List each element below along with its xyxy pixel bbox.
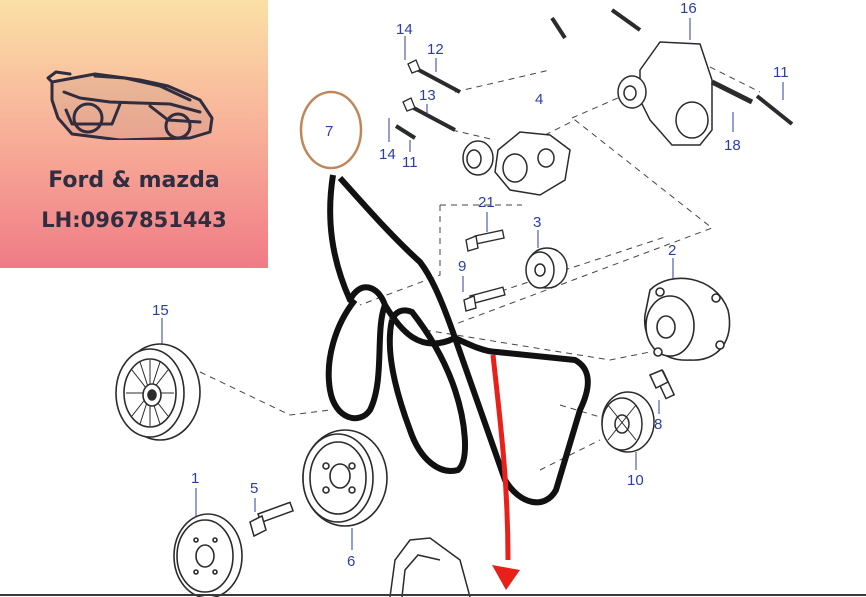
callout-5: 5	[250, 480, 259, 497]
callout-21: 21	[478, 194, 495, 211]
water-pump-2	[643, 277, 731, 361]
dashed-leader-lines	[199, 61, 761, 471]
belt-loop-left	[325, 298, 388, 422]
bottom-rule	[0, 594, 866, 596]
red-arrowhead	[492, 565, 520, 590]
callout-leaders	[161, 18, 784, 550]
callout-6: 6	[347, 553, 356, 570]
idler-pulley-3	[525, 247, 568, 289]
callout-4: 4	[535, 91, 544, 108]
crankshaft-pulley-6	[302, 429, 388, 527]
callout-9: 9	[458, 258, 467, 275]
idler-pulley-15	[115, 343, 201, 441]
crank-bolt-5	[249, 501, 294, 538]
bracket-16	[617, 41, 713, 146]
long-bolts	[394, 8, 794, 140]
callout-8: 8	[654, 416, 663, 433]
tensioner-assembly-4	[462, 131, 571, 196]
brand-name: Ford & mazda	[48, 168, 220, 193]
callout-14-upper: 14	[396, 21, 413, 38]
callout-10: 10	[627, 472, 644, 489]
flexplate-1	[173, 513, 243, 597]
callout-3: 3	[533, 214, 542, 231]
bolt-8	[648, 369, 676, 400]
brand-phone: LH:0967851443	[41, 208, 227, 232]
callout-14-lower: 14	[379, 146, 396, 163]
brand-overlay: Ford & mazda LH:0967851443	[0, 0, 268, 268]
callout-18: 18	[724, 137, 741, 154]
stud-21	[465, 229, 505, 252]
serpentine-belt	[327, 174, 591, 506]
callout-15: 15	[152, 302, 169, 319]
callout-13: 13	[419, 87, 436, 104]
callout-11-upper: 11	[773, 64, 789, 81]
callout-1: 1	[191, 470, 200, 487]
callout-16: 16	[680, 0, 697, 17]
highlight-circle	[299, 90, 363, 170]
callout-2: 2	[668, 242, 677, 259]
tensioner-pulley-10	[601, 391, 655, 453]
lower-component	[389, 537, 471, 597]
serpentine-belt-inner	[337, 175, 458, 339]
callout-12: 12	[427, 41, 444, 58]
sports-car-icon	[46, 70, 214, 140]
red-arrow	[490, 354, 511, 561]
belt-loop-right	[386, 307, 469, 474]
bolt-9	[463, 286, 506, 312]
callout-11-lower: 11	[402, 154, 418, 171]
callout-7: 7	[325, 123, 334, 140]
